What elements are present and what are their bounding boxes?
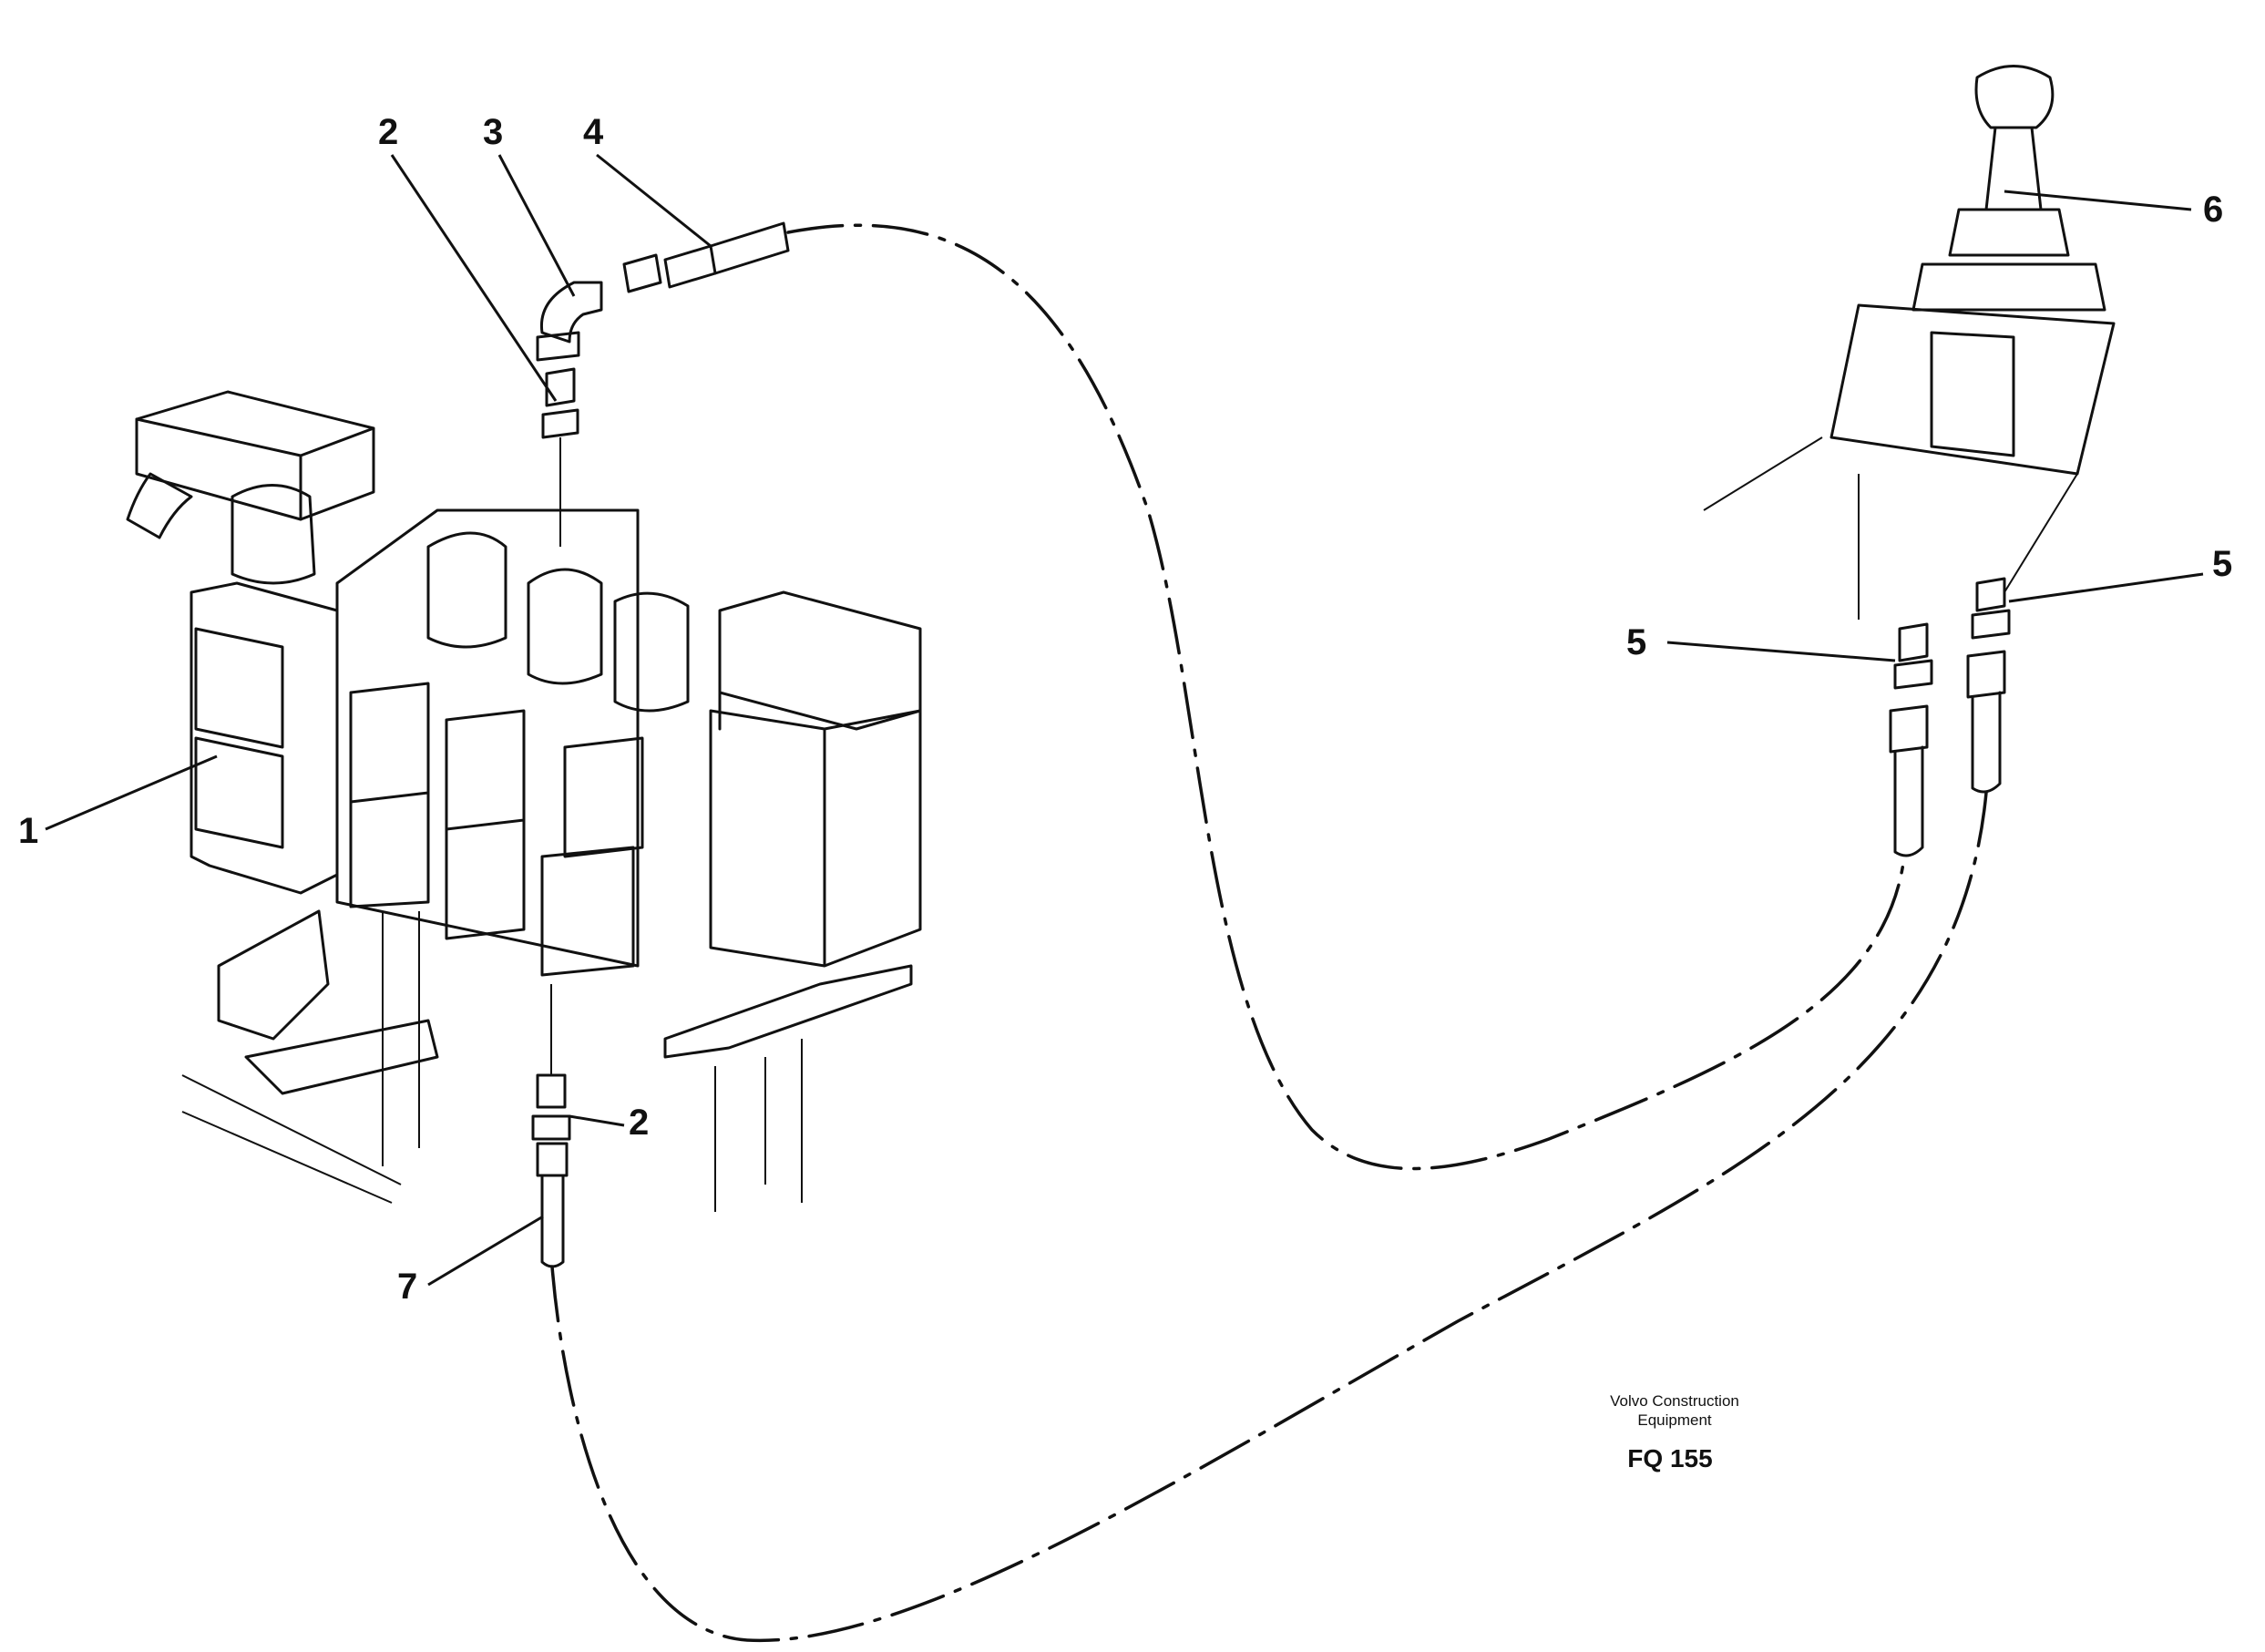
callout-7: 7: [397, 1267, 417, 1307]
adapter-fitting-top: [541, 367, 579, 547]
valve-block-assembly: [126, 390, 922, 1212]
elbow-fitting: [536, 281, 603, 362]
callout-2-top: 2: [378, 112, 398, 152]
adapter-fitting-bottom: [531, 984, 571, 1141]
callout-6: 6: [2203, 190, 2223, 230]
callout-5-left: 5: [1626, 622, 1646, 662]
hose-bottom: [536, 1142, 569, 1268]
hose-route-lower: [550, 791, 1988, 1643]
callout-5-right: 5: [2212, 544, 2232, 584]
caption-line-1: Volvo Construction: [1610, 1392, 1739, 1410]
fitting-left-lever: [1889, 622, 1933, 857]
drawing-code: FQ 155: [1627, 1444, 1712, 1472]
callout-3: 3: [483, 112, 503, 152]
callout-1: 1: [18, 811, 38, 851]
hose-route-upper: [786, 223, 1906, 1171]
control-lever: [1703, 65, 2116, 620]
hose-top: [622, 221, 790, 293]
caption-line-2: Equipment: [1637, 1411, 1712, 1429]
callout-2-bottom: 2: [629, 1103, 649, 1143]
leader-lines: [45, 153, 2204, 1287]
fitting-right-lever: [1966, 577, 2011, 794]
callout-4: 4: [583, 112, 604, 152]
